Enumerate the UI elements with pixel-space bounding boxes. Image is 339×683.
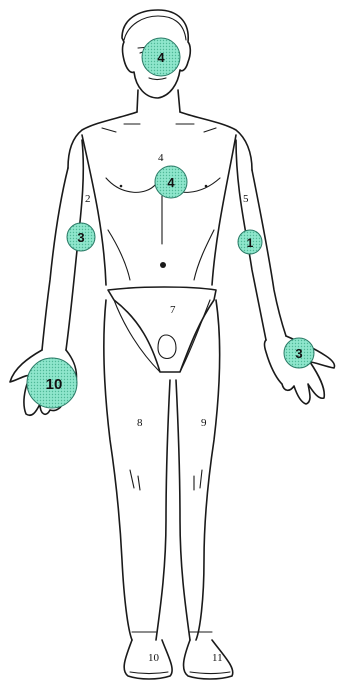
region-label-left-upper-arm: 5 <box>243 193 249 205</box>
region-label-right-thigh: 8 <box>137 417 143 429</box>
region-label-left-thigh: 9 <box>201 417 207 429</box>
marker-face-count: 4 <box>157 50 165 65</box>
marker-left-hand-count: 3 <box>295 346 302 361</box>
region-label-chest: 4 <box>158 152 164 164</box>
body-outline <box>10 10 335 679</box>
marker-right-hand: 10 <box>27 358 77 408</box>
region-label-right-upper-arm: 2 <box>85 193 91 205</box>
marker-right-arm: 3 <box>67 223 95 251</box>
region-label-right-foot: 10 <box>148 652 160 664</box>
marker-left-hand: 3 <box>284 338 314 368</box>
marker-left-arm: 1 <box>238 230 262 254</box>
marker-face: 4 <box>142 38 180 76</box>
marker-chest: 4 <box>155 166 187 198</box>
region-label-left-foot: 11 <box>212 652 223 664</box>
marker-right-hand-count: 10 <box>46 376 63 393</box>
marker-chest-count: 4 <box>167 175 175 190</box>
marker-left-arm-count: 1 <box>247 236 254 250</box>
region-label-abdomen: 7 <box>170 304 176 316</box>
marker-right-arm-count: 3 <box>77 230 84 245</box>
